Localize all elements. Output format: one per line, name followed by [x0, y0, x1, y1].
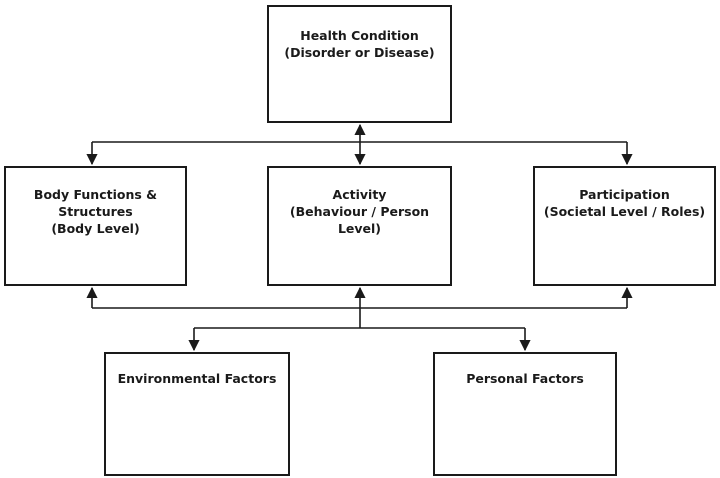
node-activity-line-2: (Behaviour / Person Level) — [289, 204, 430, 236]
node-participation-line-1: Participation — [579, 187, 670, 202]
node-activity-line-1: Activity — [332, 187, 387, 202]
node-body-functions: Body Functions & Structures (Body Level) — [4, 166, 187, 286]
node-health-condition-line-1: Health Condition — [300, 28, 419, 43]
node-body-functions-line-2: Structures — [58, 204, 133, 219]
node-activity: Activity (Behaviour / Person Level) — [267, 166, 452, 286]
node-participation-line-2: (Societal Level / Roles) — [543, 204, 706, 219]
node-health-condition-line-2: (Disorder or Disease) — [284, 45, 435, 60]
node-personal-factors: Personal Factors — [433, 352, 617, 476]
node-health-condition: Health Condition (Disorder or Disease) — [267, 5, 452, 123]
node-personal-factors-label: Personal Factors — [466, 371, 584, 386]
node-body-functions-line-3: (Body Level) — [51, 221, 140, 236]
node-environmental-factors: Environmental Factors — [104, 352, 290, 476]
node-body-functions-line-1: Body Functions & — [33, 187, 158, 202]
node-environmental-factors-label: Environmental Factors — [117, 371, 277, 386]
node-participation: Participation (Societal Level / Roles) — [533, 166, 716, 286]
